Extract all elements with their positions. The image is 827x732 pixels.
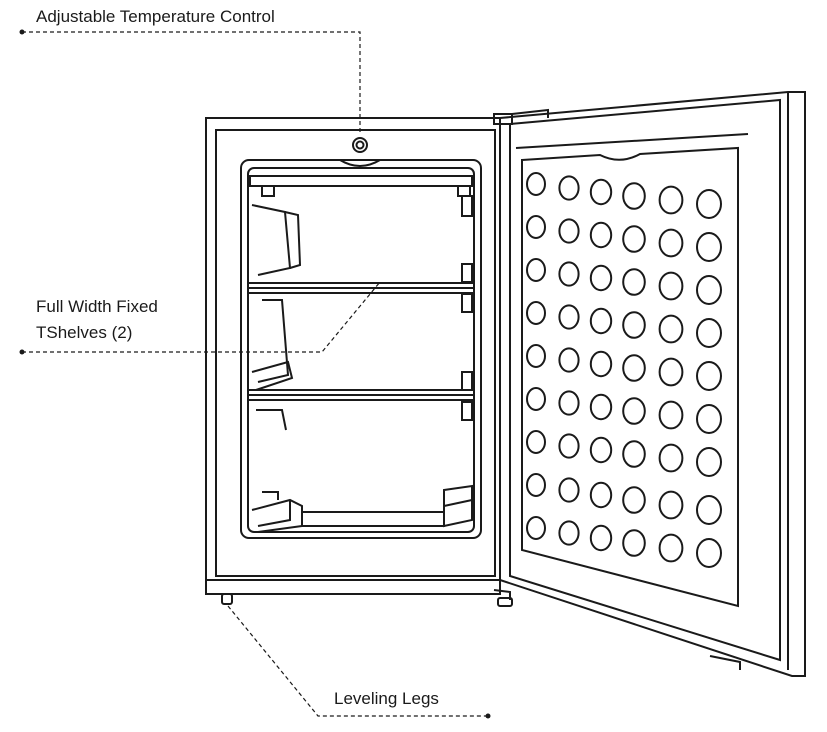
door-dimple bbox=[696, 447, 722, 477]
door-dimple bbox=[658, 443, 684, 473]
door-dimple bbox=[696, 189, 722, 219]
door-dimple bbox=[558, 175, 580, 201]
door-dimple bbox=[622, 225, 646, 253]
door-dimple bbox=[558, 390, 580, 416]
door-dimple bbox=[558, 433, 580, 459]
door-dimple bbox=[558, 261, 580, 287]
door-dimple bbox=[696, 318, 722, 348]
door-dimple bbox=[658, 314, 684, 344]
door-dimple bbox=[589, 393, 613, 421]
door-dimple bbox=[589, 481, 613, 509]
door-dimple bbox=[696, 404, 722, 434]
door-dimple bbox=[589, 221, 613, 249]
door-dimple bbox=[589, 350, 613, 378]
door-dimple bbox=[658, 228, 684, 258]
door-dimple bbox=[589, 264, 613, 292]
door-dimple bbox=[658, 490, 684, 520]
door-dimple bbox=[526, 430, 546, 454]
door-dimple bbox=[622, 311, 646, 339]
door-dimple bbox=[526, 473, 546, 497]
door-dimple bbox=[622, 440, 646, 468]
temperature-knob-icon bbox=[352, 137, 368, 153]
door-dimple bbox=[558, 218, 580, 244]
door-dimple bbox=[526, 215, 546, 239]
door-dimple bbox=[622, 268, 646, 296]
door-dimple bbox=[526, 516, 546, 540]
door-dimple bbox=[696, 495, 722, 525]
cavity-floor bbox=[302, 511, 445, 527]
cabinet-body bbox=[205, 117, 501, 595]
door-dimple bbox=[658, 357, 684, 387]
top-rail bbox=[249, 175, 473, 197]
callout-dots bbox=[19, 29, 491, 719]
label-leveling-legs: Leveling Legs bbox=[334, 689, 439, 708]
door-dimple bbox=[526, 387, 546, 411]
leveling-leg-icon bbox=[221, 593, 233, 605]
door-dimple bbox=[622, 486, 646, 514]
door-dimple bbox=[696, 361, 722, 391]
door-dimple bbox=[622, 397, 646, 425]
door-dimple bbox=[658, 271, 684, 301]
door-dimple bbox=[658, 185, 684, 215]
door-dimple bbox=[622, 354, 646, 382]
door-dimple bbox=[526, 258, 546, 282]
label-temperature-control: Adjustable Temperature Control bbox=[36, 7, 275, 26]
door-dimple bbox=[658, 400, 684, 430]
callout-lines bbox=[22, 31, 488, 717]
door-dimple bbox=[558, 304, 580, 330]
left-wall-supports bbox=[251, 204, 303, 533]
shelf-lower bbox=[247, 389, 475, 401]
label-shelves-line1: Full Width Fixed bbox=[36, 297, 158, 316]
door-dimple bbox=[589, 307, 613, 335]
door-dimple bbox=[622, 182, 646, 210]
door-dimple bbox=[526, 172, 546, 196]
door-dimple bbox=[558, 477, 580, 503]
door-dimple-grid bbox=[526, 172, 722, 568]
door-dimple bbox=[589, 178, 613, 206]
door-dimple bbox=[696, 275, 722, 305]
shelf-upper bbox=[247, 282, 475, 294]
door-dimple bbox=[589, 524, 613, 552]
door-dimple bbox=[658, 533, 684, 563]
door-dimple bbox=[589, 436, 613, 464]
door-dimple bbox=[558, 347, 580, 373]
door-dimple bbox=[558, 520, 580, 546]
door-dimple bbox=[526, 344, 546, 368]
door-dimple bbox=[622, 529, 646, 557]
door-dimple bbox=[696, 232, 722, 262]
door-dimple bbox=[526, 301, 546, 325]
label-shelves-line2: TShelves (2) bbox=[36, 323, 132, 342]
open-door bbox=[493, 91, 806, 677]
door-dimple bbox=[696, 538, 722, 568]
right-wall-supports bbox=[443, 195, 473, 528]
